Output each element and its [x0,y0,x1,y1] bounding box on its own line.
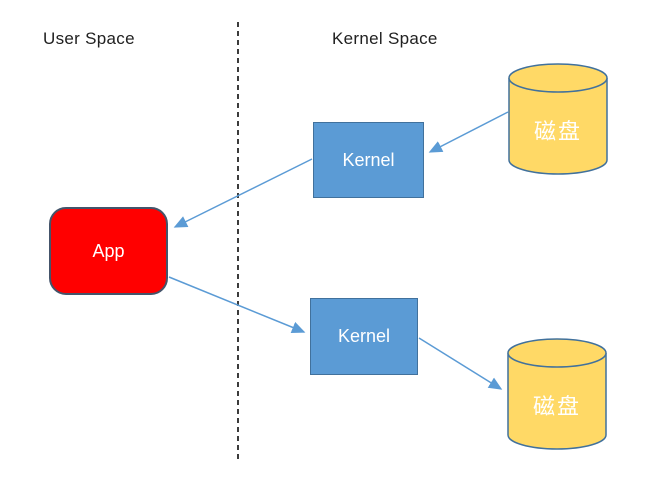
disk-node-bottom: 磁盘 [507,338,607,450]
disk-cylinder-icon [508,63,608,175]
disk-top-label: 磁盘 [533,118,582,144]
disk-cylinder-body [508,78,608,175]
disk-cylinder-icon [507,338,607,450]
app-node: App [49,207,168,295]
kernel-node-top: Kernel [313,122,424,198]
disk-cylinder-top [508,63,608,93]
disk-cylinder-top [507,338,607,368]
kernel-space-label: Kernel Space [332,29,438,48]
arrow-app-to-kernel-bottom [168,276,306,334]
app-node-label: App [92,240,125,261]
disk-node-top: 磁盘 [508,63,608,175]
kernel-node-bottom-label: Kernel [337,326,391,346]
disk-cylinder-body [507,353,607,450]
kernel-node-top-label: Kernel [342,149,395,170]
disk-bottom-label: 磁盘 [532,393,581,419]
kernel-node-bottom: Kernel [310,298,418,375]
arrow-disk-to-kernel-top [428,111,509,153]
arrow-kernel-bottom-to-disk [418,337,503,390]
user-space-label: User Space [43,29,135,48]
arrow-kernel-top-to-app [173,158,313,228]
